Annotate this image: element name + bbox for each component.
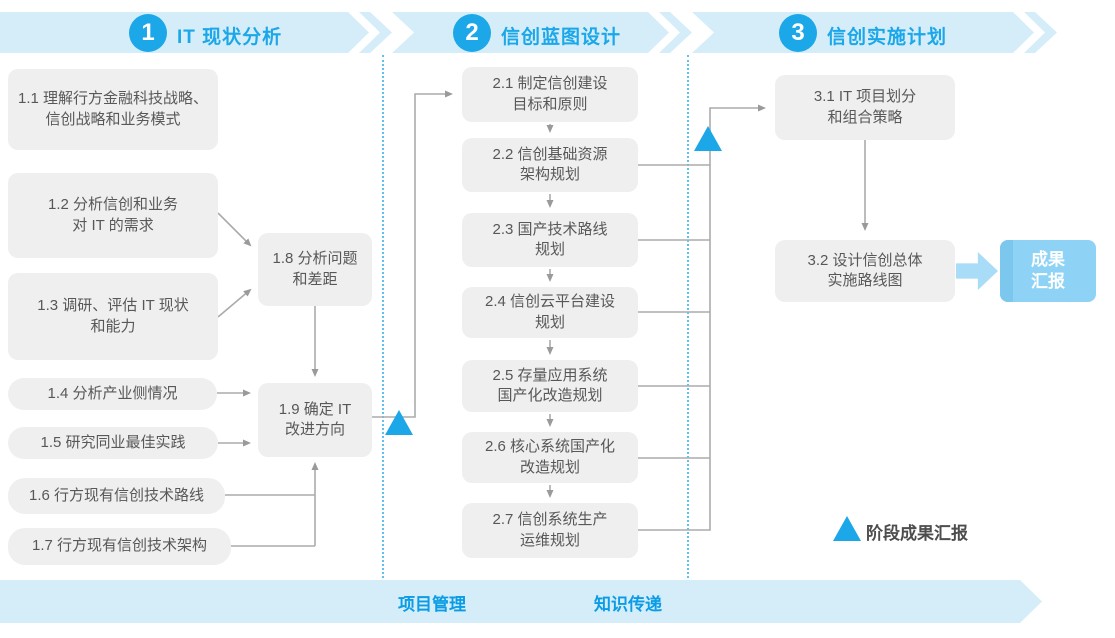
phase-number-badge-2: 2 bbox=[453, 14, 491, 52]
step-box-2-6: 2.6 核心系统国产化 改造规划 bbox=[462, 432, 638, 483]
deliverable-box-edge bbox=[1000, 240, 1013, 302]
phase-band-1 bbox=[0, 12, 392, 53]
phase-divider-2 bbox=[687, 55, 689, 578]
step-box-1-9: 1.9 确定 IT 改进方向 bbox=[258, 383, 372, 457]
step-box-2-5: 2.5 存量应用系统 国产化改造规划 bbox=[462, 360, 638, 412]
legend-triangle-icon bbox=[833, 516, 861, 541]
step-box-2-4: 2.4 信创云平台建设 规划 bbox=[462, 287, 638, 338]
step-box-1-7: 1.7 行方现有信创技术架构 bbox=[8, 528, 231, 565]
step-box-2-1: 2.1 制定信创建设 目标和原则 bbox=[462, 67, 638, 122]
step-box-2-3: 2.3 国产技术路线 规划 bbox=[462, 213, 638, 267]
legend-label: 阶段成果汇报 bbox=[866, 524, 968, 543]
footer-label-project: 项目管理 bbox=[398, 595, 466, 614]
phase-band-2 bbox=[392, 12, 692, 53]
footer-label-knowledge: 知识传递 bbox=[594, 595, 662, 614]
footer-band bbox=[0, 580, 1042, 623]
step-box-2-7: 2.7 信创系统生产 运维规划 bbox=[462, 503, 638, 558]
deliverable-arrow bbox=[956, 252, 998, 290]
step-box-1-1: 1.1 理解行方金融科技战略、 信创战略和业务模式 bbox=[8, 69, 218, 150]
phase-title-3: 信创实施计划 bbox=[827, 27, 948, 48]
phase-title-1: IT 现状分析 bbox=[177, 27, 283, 48]
step-box-3-1: 3.1 IT 项目划分 和组合策略 bbox=[775, 75, 955, 140]
step-box-1-2: 1.2 分析信创和业务 对 IT 的需求 bbox=[8, 173, 218, 258]
step-box-1-5: 1.5 研究同业最佳实践 bbox=[8, 427, 218, 459]
phase-title-2: 信创蓝图设计 bbox=[501, 27, 622, 48]
step-box-1-3: 1.3 调研、评估 IT 现状 和能力 bbox=[8, 273, 218, 360]
deliverable-label: 成果 汇报 bbox=[1031, 249, 1065, 291]
phase-number-badge-3: 3 bbox=[779, 14, 817, 52]
step-box-1-4: 1.4 分析产业侧情况 bbox=[8, 378, 217, 410]
phase-number-1: 1 bbox=[141, 19, 155, 46]
deliverable-box: 成果 汇报 bbox=[1000, 240, 1096, 302]
phase-number-badge-1: 1 bbox=[129, 14, 167, 52]
phase-number-3: 3 bbox=[791, 19, 805, 46]
step-box-2-2: 2.2 信创基础资源 架构规划 bbox=[462, 138, 638, 192]
stage-report-triangle-1 bbox=[385, 410, 413, 435]
stage-report-triangle-2 bbox=[694, 126, 722, 151]
step-box-1-8: 1.8 分析问题 和差距 bbox=[258, 233, 372, 306]
step-box-3-2: 3.2 设计信创总体 实施路线图 bbox=[775, 240, 955, 302]
phase-divider-1 bbox=[382, 55, 384, 578]
phase-band-3 bbox=[692, 12, 1057, 53]
step-box-1-6: 1.6 行方现有信创技术路线 bbox=[8, 478, 225, 514]
phase-number-2: 2 bbox=[465, 19, 479, 46]
